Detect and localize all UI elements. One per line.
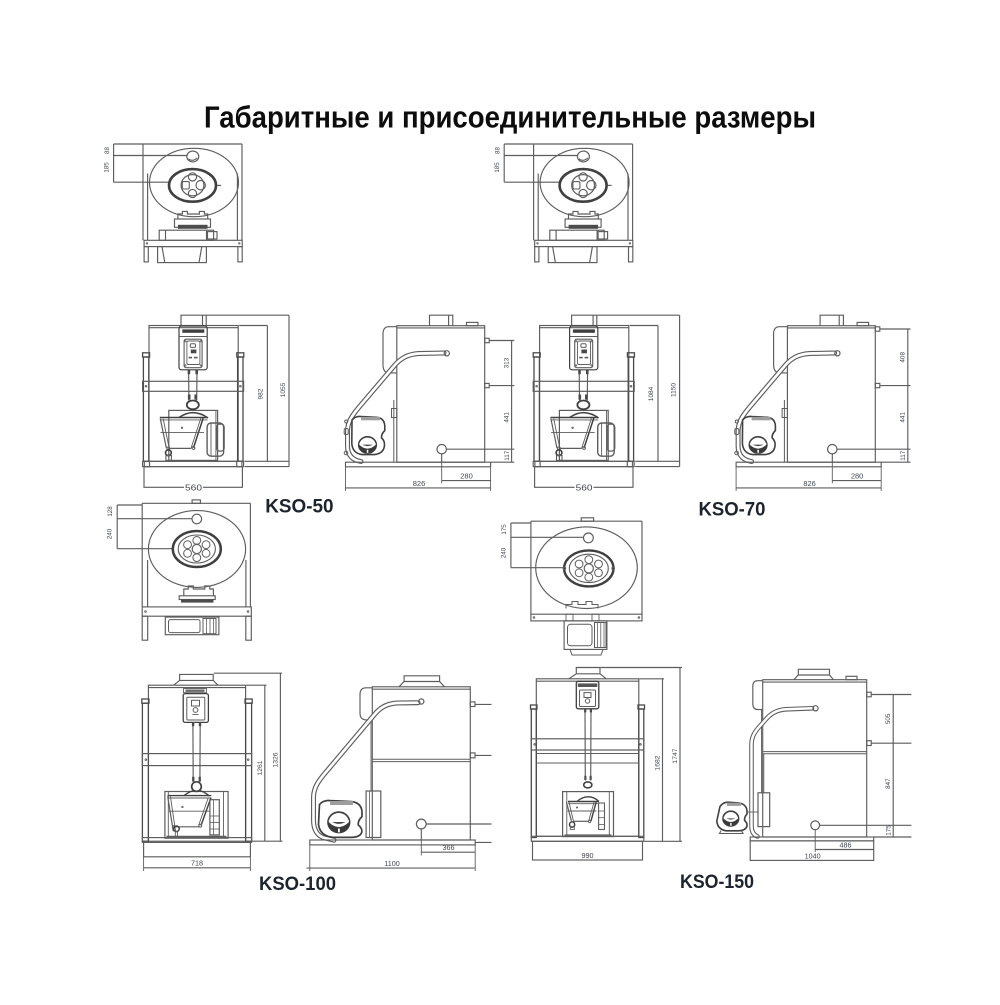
svg-text:441: 441 [900, 412, 907, 423]
svg-text:1084: 1084 [648, 386, 655, 401]
svg-text:826: 826 [803, 479, 816, 488]
svg-text:718: 718 [191, 859, 203, 868]
svg-text:313: 313 [503, 357, 510, 368]
svg-text:240: 240 [500, 547, 507, 558]
svg-text:408: 408 [900, 352, 907, 363]
svg-text:88: 88 [104, 147, 111, 154]
svg-text:1055: 1055 [280, 382, 287, 397]
svg-text:KSO-70: KSO-70 [699, 499, 766, 521]
svg-text:KSO-150: KSO-150 [680, 871, 754, 893]
svg-text:280: 280 [460, 471, 473, 480]
svg-text:185: 185 [104, 162, 111, 173]
svg-text:1100: 1100 [384, 859, 399, 868]
svg-text:88: 88 [495, 147, 502, 154]
svg-text:366: 366 [443, 843, 455, 852]
svg-text:Габаритные и присоединительные: Габаритные и присоединительные размеры [204, 100, 816, 135]
svg-text:KSO-100: KSO-100 [259, 873, 336, 895]
svg-text:117: 117 [504, 450, 511, 461]
svg-text:1261: 1261 [257, 760, 264, 775]
svg-text:117: 117 [900, 450, 907, 461]
svg-text:175: 175 [886, 825, 893, 836]
svg-text:990: 990 [582, 851, 594, 860]
svg-text:847: 847 [885, 778, 892, 789]
svg-text:1040: 1040 [805, 851, 821, 860]
svg-text:560: 560 [576, 484, 594, 493]
svg-text:280: 280 [851, 471, 864, 480]
svg-text:826: 826 [413, 479, 426, 488]
svg-text:1150: 1150 [670, 383, 677, 397]
svg-text:128: 128 [107, 506, 114, 517]
svg-text:185: 185 [494, 162, 501, 173]
svg-text:1682: 1682 [655, 755, 662, 770]
svg-text:240: 240 [107, 528, 114, 539]
svg-text:175: 175 [501, 524, 508, 535]
svg-text:1326: 1326 [272, 752, 279, 767]
svg-text:982: 982 [258, 388, 265, 399]
svg-text:505: 505 [885, 713, 892, 724]
svg-text:KSO-50: KSO-50 [265, 495, 334, 517]
svg-text:1747: 1747 [672, 748, 679, 763]
svg-text:560: 560 [185, 484, 203, 493]
svg-text:441: 441 [503, 412, 510, 423]
svg-text:486: 486 [840, 841, 852, 850]
